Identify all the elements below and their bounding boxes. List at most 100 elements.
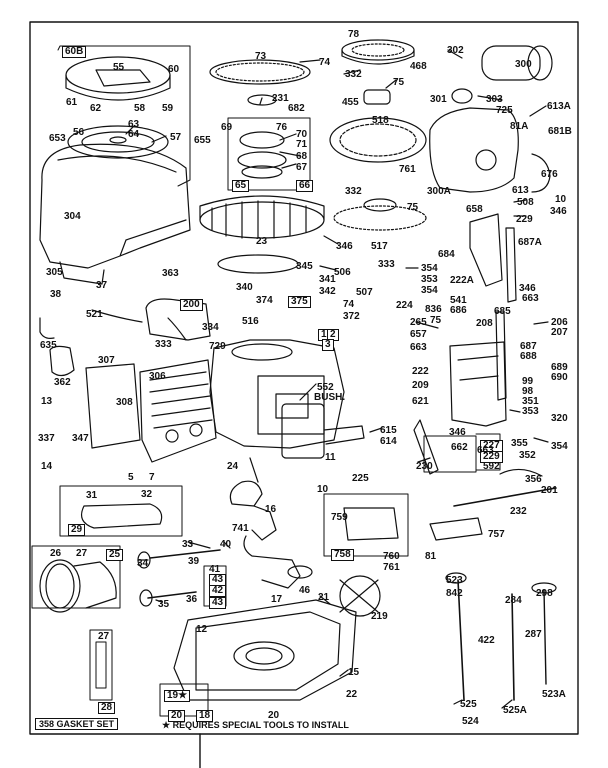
part-label-39: 39 (188, 556, 200, 567)
part-label-22: 22 (346, 689, 358, 700)
part-label-346: 346 (550, 206, 567, 217)
part-label-682: 682 (288, 103, 305, 114)
part-label-201: 201 (541, 485, 558, 496)
part-label-300A: 300A (427, 186, 451, 197)
part-label-57: 57 (170, 132, 182, 143)
part-label-67: 67 (296, 162, 308, 173)
part-label-689: 689 (551, 362, 568, 373)
part-label-36: 36 (186, 594, 198, 605)
part-label-341: 341 (319, 274, 336, 285)
part-label-287: 287 (525, 629, 542, 640)
piston-ring-box (31, 545, 121, 609)
part-label-525: 525 (460, 699, 477, 710)
part-label-81A: 81A (510, 121, 529, 132)
part-label-28: 28 (98, 702, 116, 714)
part-label-74: 74 (343, 299, 355, 310)
part-label-20: 20 (268, 710, 280, 721)
part-label-74: 74 (319, 57, 331, 68)
part-label-761: 761 (383, 562, 400, 573)
part-label-25: 25 (106, 549, 124, 561)
part-label-60B: 60B (62, 46, 87, 58)
part-label-BUSH.: BUSH. (314, 392, 346, 403)
part-label-27: 27 (98, 631, 110, 642)
part-label-61: 61 (66, 97, 78, 108)
part-label-98: 98 (522, 386, 534, 397)
part-label-725: 725 (496, 105, 513, 116)
part-label-342: 342 (319, 286, 336, 297)
gasket-27 (89, 629, 113, 701)
part-label-229: 229 (516, 214, 533, 225)
part-label-353: 353 (421, 274, 438, 285)
rewind-starter (341, 39, 415, 61)
part-label-41: 41 (209, 564, 221, 575)
part-label-42: 42 (209, 585, 227, 597)
part-label-55: 55 (113, 62, 125, 73)
part-label-17: 17 (271, 594, 283, 605)
camshaft-741 (243, 535, 301, 589)
part-label-681B: 681B (548, 126, 572, 137)
part-label-352: 352 (519, 450, 536, 461)
part-label-676: 676 (541, 169, 558, 180)
part-label-363: 363 (162, 268, 179, 279)
part-label-11: 11 (325, 452, 336, 463)
part-label-265: 265 (410, 317, 427, 328)
part-label-222: 222 (412, 366, 429, 377)
part-label-729: 729 (209, 341, 226, 352)
part-label-355: 355 (511, 438, 528, 449)
part-label-75: 75 (407, 202, 419, 213)
part-label-219: 219 (371, 611, 388, 622)
part-label-70: 70 (296, 129, 308, 140)
part-label-3: 3 (322, 339, 334, 351)
part-label-351: 351 (522, 396, 539, 407)
part-label-10: 10 (317, 484, 329, 495)
part-label-332: 332 (345, 186, 362, 197)
part-label-332: 332 (345, 69, 362, 80)
part-label-655: 655 (194, 135, 211, 146)
part-label-222A: 222A (450, 275, 474, 286)
dipstick-tube-525 (457, 579, 465, 701)
part-label-541: 541 (450, 295, 467, 306)
part-label-31: 31 (86, 490, 98, 501)
part-label-10: 10 (555, 194, 567, 205)
dipstick-523a (543, 589, 547, 685)
part-label-354: 354 (421, 263, 438, 274)
cylinder-head-306 (139, 359, 217, 463)
part-label-59: 59 (162, 103, 174, 114)
part-label-15: 15 (348, 667, 360, 678)
part-label-206: 206 (551, 317, 568, 328)
crankshaft-16 (229, 480, 263, 507)
part-label-525A: 525A (503, 705, 527, 716)
part-label-346: 346 (519, 283, 536, 294)
part-label-64: 64 (128, 129, 140, 140)
part-label-208: 208 (476, 318, 493, 329)
part-label-320: 320 (551, 413, 568, 424)
part-label-614: 614 (380, 436, 397, 447)
part-label-761: 761 (399, 164, 416, 175)
part-label-13: 13 (41, 396, 53, 407)
part-label-347: 347 (72, 433, 89, 444)
part-label-362: 362 (54, 377, 71, 388)
screen-73 (209, 59, 311, 85)
part-label-68: 68 (296, 151, 308, 162)
part-label-65: 65 (232, 180, 250, 192)
part-label-12: 12 (196, 624, 208, 635)
part-label-69: 69 (221, 122, 233, 133)
part-label-372: 372 (343, 311, 360, 322)
part-label-58: 58 (134, 103, 146, 114)
part-label-75: 75 (393, 77, 405, 88)
part-label-354: 354 (551, 441, 568, 452)
part-label-306: 306 (149, 371, 166, 382)
part-label-29: 29 (68, 524, 86, 536)
part-label-66: 66 (296, 180, 314, 192)
governor-gear-219 (339, 575, 381, 617)
part-label-23: 23 (256, 236, 268, 247)
air-cleaner-300 (481, 45, 541, 81)
part-label-759: 759 (331, 512, 348, 523)
part-label-340: 340 (236, 282, 253, 293)
part-label-688: 688 (520, 351, 537, 362)
part-label-508: 508 (517, 197, 534, 208)
group-outline-60b (57, 45, 191, 187)
part-label-301: 301 (430, 94, 447, 105)
part-label-40: 40 (220, 539, 232, 550)
